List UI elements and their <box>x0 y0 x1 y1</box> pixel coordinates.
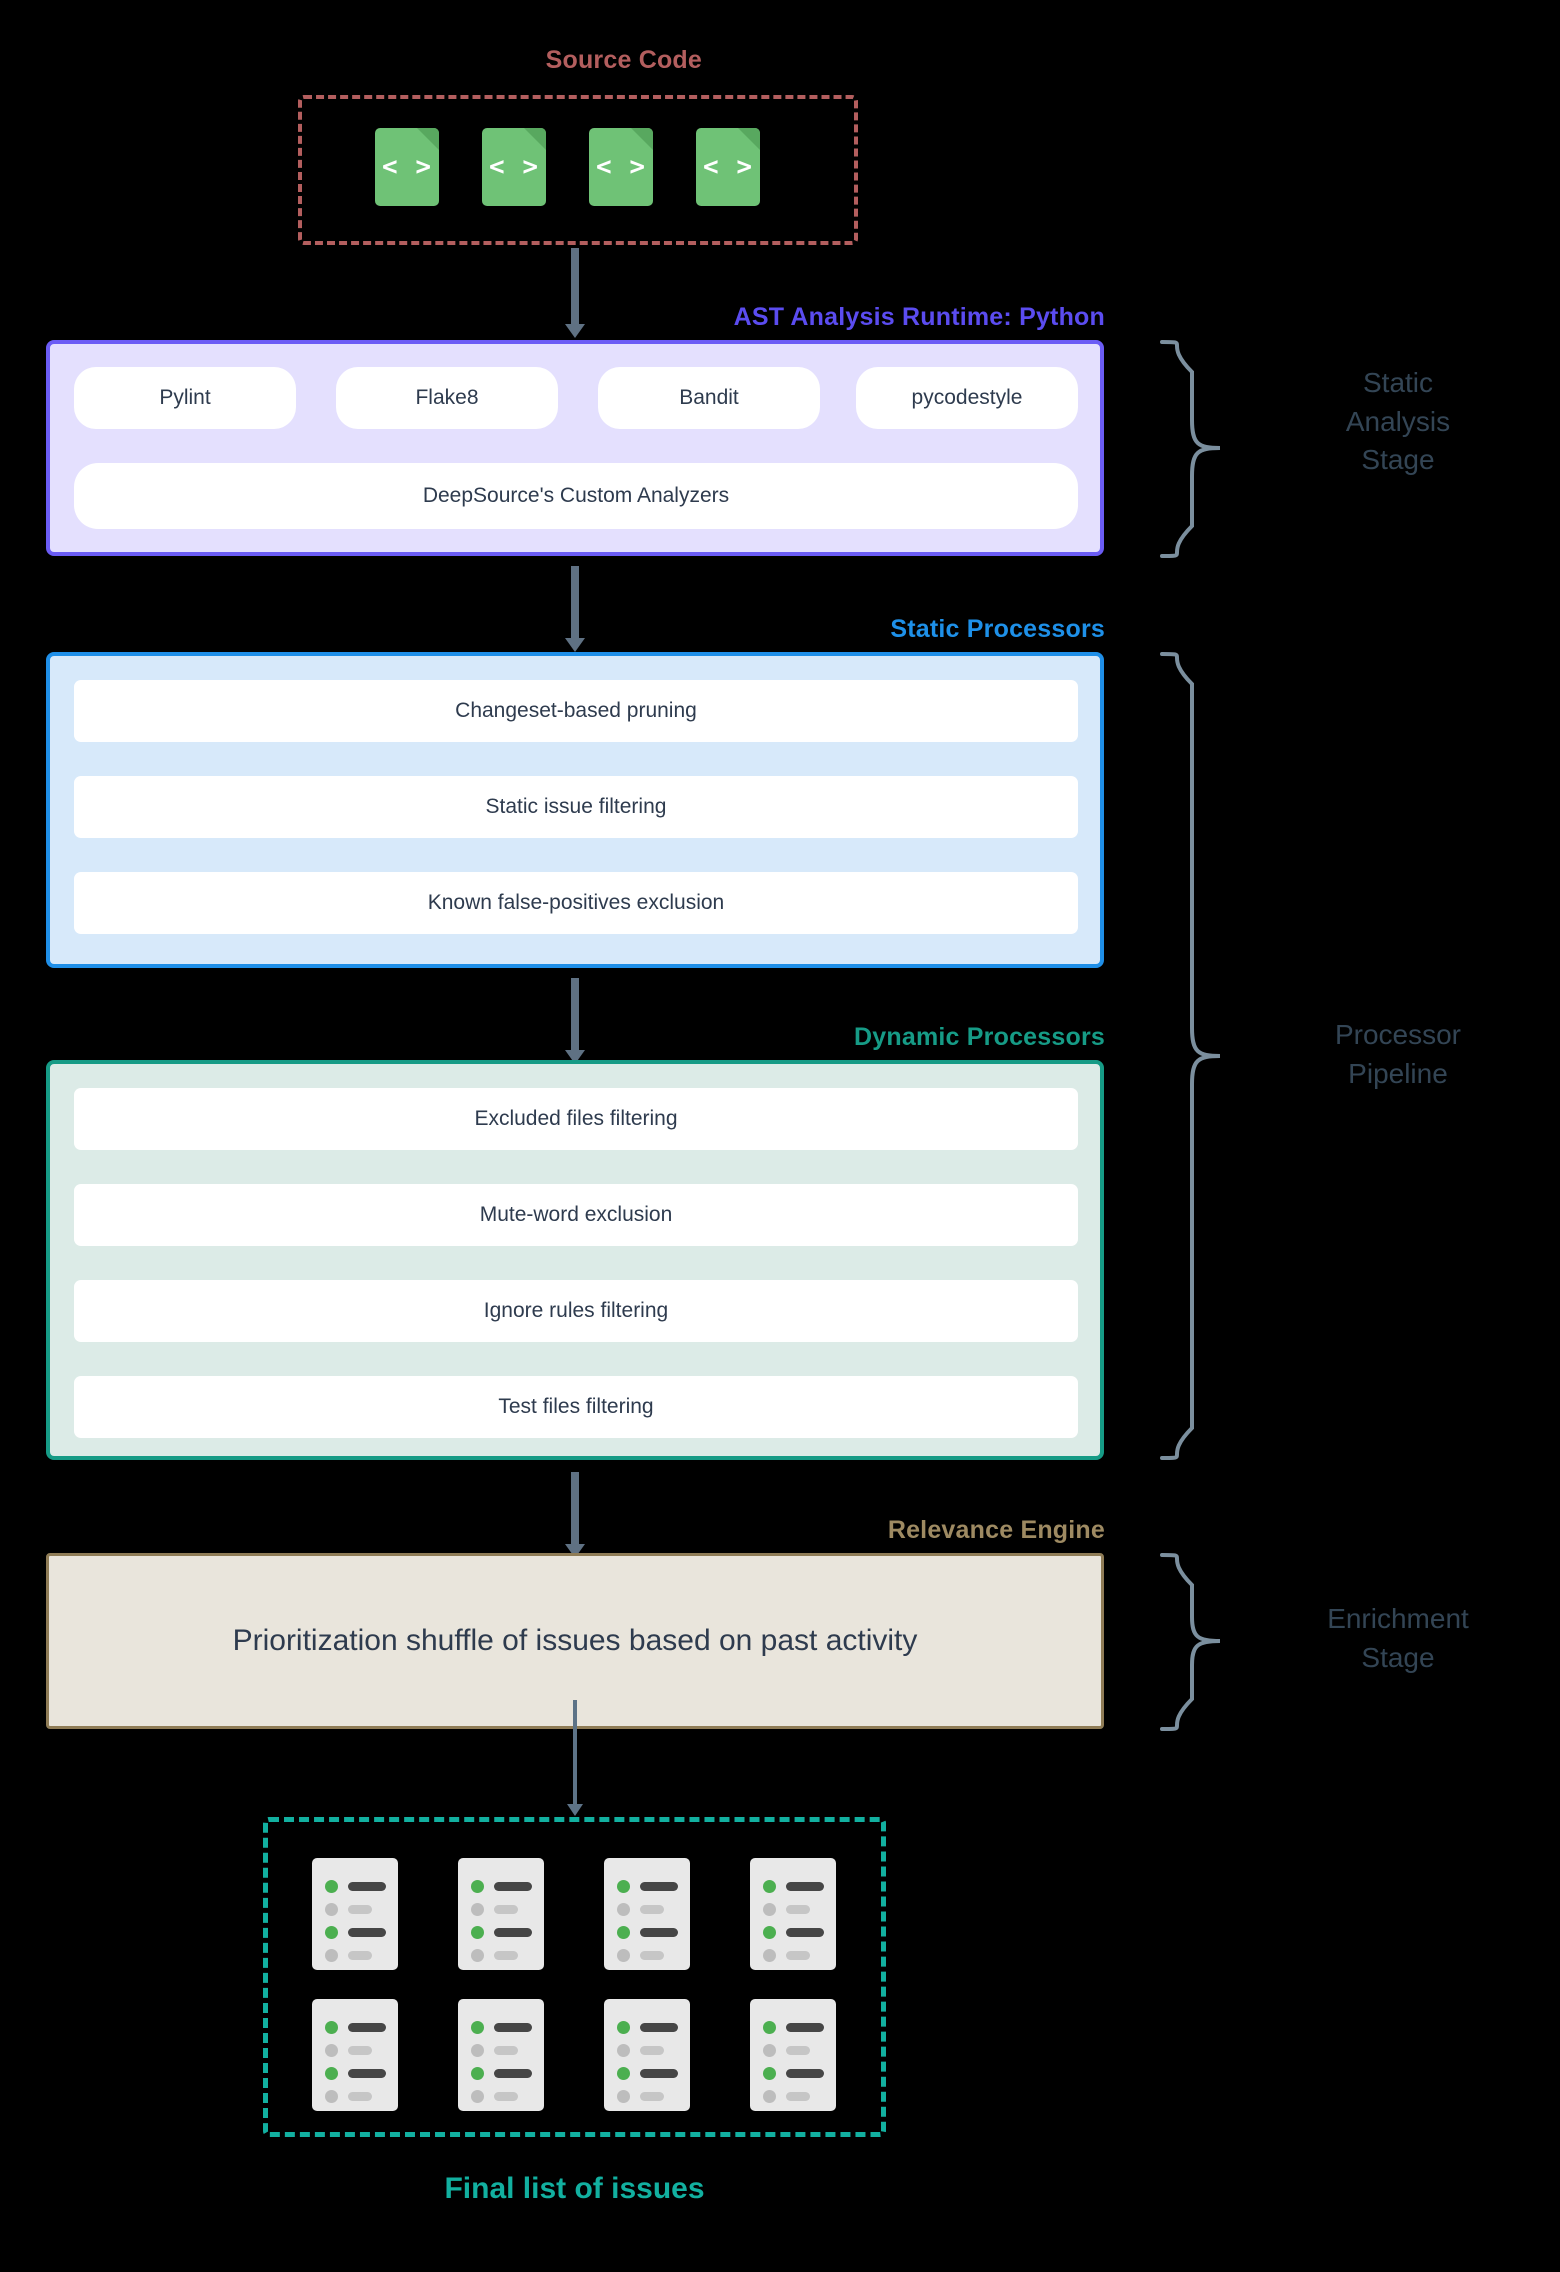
code-glyph: < > <box>382 152 432 182</box>
source-code-title: Source Code <box>545 46 702 74</box>
arrow-source-to-ast <box>565 248 585 338</box>
brace-group <box>1160 340 1221 1731</box>
issue-doc-icon-4 <box>750 1858 836 1970</box>
issue-doc-icon-6 <box>458 1999 544 2111</box>
issue-doc-icon-5 <box>312 1999 398 2111</box>
issue-doc-icon-1 <box>312 1858 398 1970</box>
arrow-ast-to-static <box>565 566 585 652</box>
arrow-relevance-to-final <box>565 1700 585 1816</box>
code-file-icon-4: < > <box>696 128 760 206</box>
dynamic-processor-row-4[interactable]: Test files filtering <box>74 1376 1078 1438</box>
issue-doc-icon-3 <box>604 1858 690 1970</box>
dynamic-processors-title: Dynamic Processors <box>854 1023 1105 1051</box>
relevance-engine-title: Relevance Engine <box>887 1516 1105 1544</box>
static-processor-row-1[interactable]: Changeset-based pruning <box>74 680 1078 742</box>
brace-label-line: Static Analysis Stage <box>1345 367 1451 476</box>
page-fold-icon <box>631 128 653 150</box>
issue-doc-icon-8 <box>750 1999 836 2111</box>
relevance-engine-item[interactable]: Prioritization shuffle of issues based o… <box>232 1624 918 1657</box>
brace-label-line: Processor Pipeline <box>1334 1019 1462 1089</box>
final-issues-caption: Final list of issues <box>444 2172 705 2205</box>
source-code-group <box>298 95 858 245</box>
arrow-static-to-dynamic <box>565 978 585 1064</box>
analyzer-pill-pycodestyle[interactable]: pycodestyle <box>856 367 1078 429</box>
static-processor-row-2[interactable]: Static issue filtering <box>74 776 1078 838</box>
issue-doc-icon-7 <box>604 1999 690 2111</box>
code-glyph: < > <box>489 152 539 182</box>
page-fold-icon <box>738 128 760 150</box>
analyzer-pill-pylint[interactable]: Pylint <box>74 367 296 429</box>
code-file-icon-1: < > <box>375 128 439 206</box>
analyzer-pill-custom[interactable]: DeepSource's Custom Analyzers <box>74 463 1078 529</box>
analyzer-pill-flake8[interactable]: Flake8 <box>336 367 558 429</box>
brace-label-processor-pipeline: Processor Pipeline <box>1268 1016 1528 1093</box>
page-fold-icon <box>417 128 439 150</box>
ast-analysis-title: AST Analysis Runtime: Python <box>733 303 1105 331</box>
final-issues-group <box>263 1817 886 2137</box>
brace-label-static-analysis-stage: Static Analysis Stage <box>1268 364 1528 480</box>
analyzer-pill-bandit[interactable]: Bandit <box>598 367 820 429</box>
static-processors-title: Static Processors <box>890 615 1105 643</box>
dynamic-processor-row-3[interactable]: Ignore rules filtering <box>74 1280 1078 1342</box>
page-fold-icon <box>524 128 546 150</box>
code-file-icon-2: < > <box>482 128 546 206</box>
dynamic-processor-row-2[interactable]: Mute-word exclusion <box>74 1184 1078 1246</box>
code-file-icon-3: < > <box>589 128 653 206</box>
brace-label-enrichment-stage: Enrichment Stage <box>1268 1600 1528 1677</box>
brace-label-line: Enrichment Stage <box>1327 1603 1469 1673</box>
issue-doc-icon-2 <box>458 1858 544 1970</box>
code-glyph: < > <box>596 152 646 182</box>
arrow-dynamic-to-relevance <box>565 1472 585 1558</box>
code-glyph: < > <box>703 152 753 182</box>
dynamic-processor-row-1[interactable]: Excluded files filtering <box>74 1088 1078 1150</box>
static-processor-row-3[interactable]: Known false-positives exclusion <box>74 872 1078 934</box>
